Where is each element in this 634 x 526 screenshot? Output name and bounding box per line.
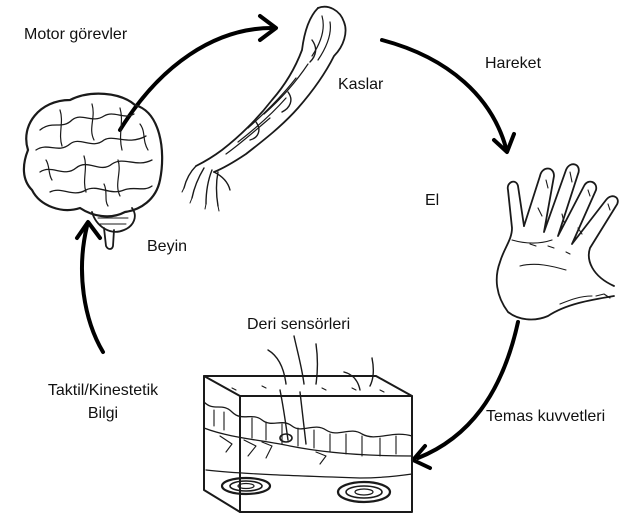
skin-block-illustration [204, 336, 412, 512]
label-contact-forces: Temas kuvvetleri [486, 408, 605, 425]
label-skin-sensors: Deri sensörleri [247, 316, 350, 333]
label-feedback-line1: Taktil/Kinestetik [48, 382, 159, 399]
arrow-skin-to-brain [77, 222, 103, 352]
label-movement: Hareket [485, 55, 542, 72]
arrow-hand-to-skin [413, 322, 518, 468]
label-hand: El [425, 192, 439, 209]
label-feedback-line2: Bilgi [88, 405, 118, 422]
arrow-brain-to-muscles [120, 16, 276, 130]
label-motor-tasks: Motor görevler [24, 26, 128, 43]
hand-illustration [497, 164, 618, 319]
label-muscles: Kaslar [338, 76, 384, 93]
label-brain: Beyin [147, 238, 187, 255]
